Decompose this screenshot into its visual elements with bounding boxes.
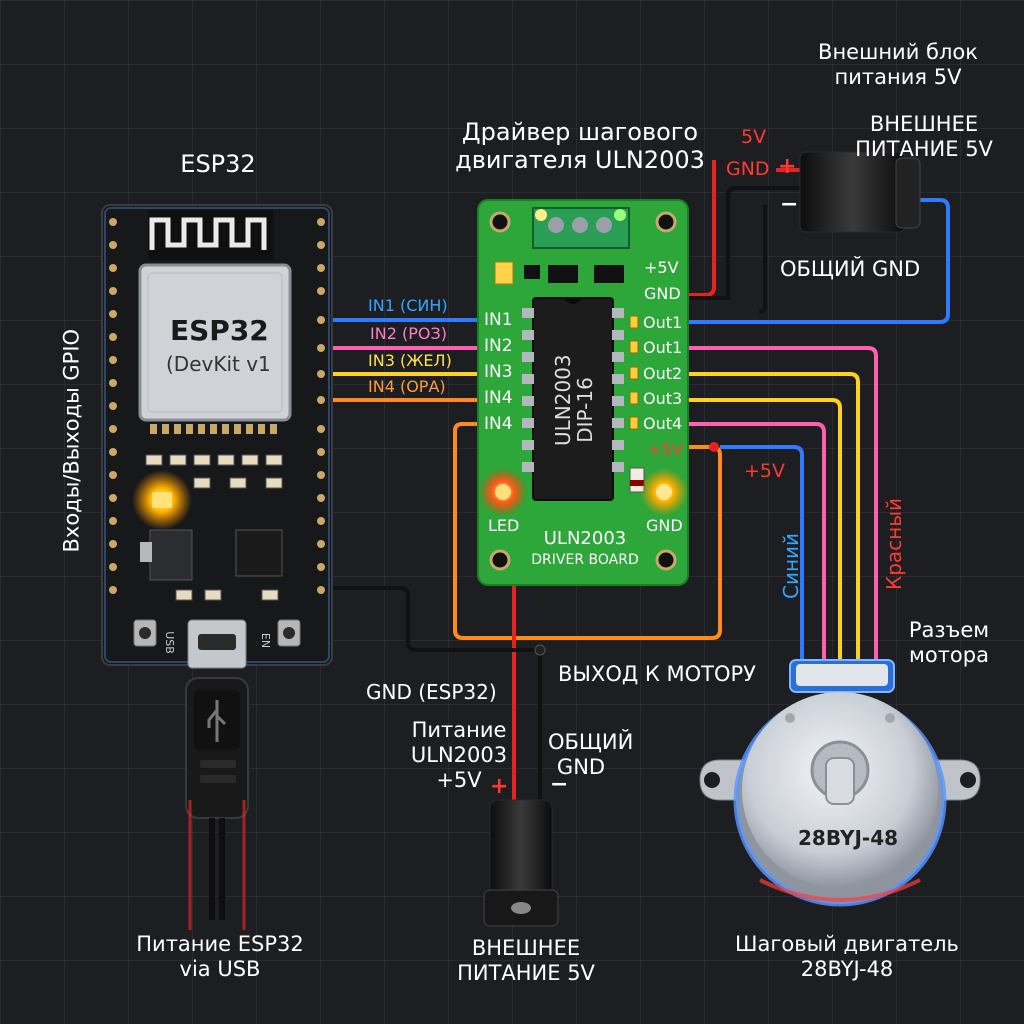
wire-label-gnd: GND [726, 158, 770, 180]
driver-led-label: LED [488, 516, 520, 535]
bottom-plus-sign: + [490, 774, 509, 799]
wire-label-red: Красный [882, 497, 907, 591]
motor-output-label: ВЫХОД К МОТОРУ [558, 662, 756, 686]
ext-power-top-sub1: ВНЕШНЕЕ [869, 112, 979, 136]
driver-plus5v: +5V [648, 440, 683, 459]
chip-label-line1: ULN2003 [551, 354, 575, 446]
driver-input-2: IN2 [484, 336, 513, 356]
gnd-esp32-label: GND (ESP32) [366, 680, 497, 704]
driver-input-1: IN1 [484, 310, 513, 330]
wire-label-in3: IN3 (ЖЕЛ) [368, 351, 452, 370]
esp32-chip-model: (DevKit v1 [166, 352, 271, 376]
common-gnd-bottom: ОБЩИЙ GND [548, 730, 633, 780]
esp-power-line2: via USB [179, 957, 261, 981]
driver-output-1b: Out1 [643, 338, 683, 357]
driver-input-3: IN3 [484, 362, 513, 382]
ext-power-bottom-line1: ВНЕШНЕЕ [471, 936, 581, 960]
esp-power-label: Питание ESP32 via USB [110, 932, 330, 982]
esp32-en-label: EN [259, 632, 273, 649]
motor-title: Шаговый двигатель 28BYJ-48 [722, 932, 972, 982]
esp32-board [101, 204, 333, 669]
driver-input-4: IN4 [484, 388, 513, 408]
chip-label: ULN2003 DIP-16 [551, 354, 597, 446]
gpio-label: Входы/Выходы GPIO [59, 328, 84, 553]
ext-power-top-sub: ВНЕШНЕЕ ПИТАНИЕ 5V [840, 112, 1008, 162]
ext-power-top-line2: питания 5V [834, 65, 962, 89]
motor-title-line2: 28BYJ-48 [800, 957, 894, 981]
uln-power-line2: ULN2003 [410, 743, 508, 767]
ext-power-bottom-label: ВНЕШНЕЕ ПИТАНИЕ 5V [436, 936, 616, 986]
usb-uart-chip-icon [235, 529, 283, 577]
esp32-title: ESP32 [180, 150, 256, 178]
ext-power-top-title: Внешний блок питания 5V [808, 40, 988, 90]
wire-label-in2: IN2 (РОЗ) [370, 324, 447, 343]
uln2003-board [477, 199, 689, 586]
driver-output-1: Out1 [643, 313, 683, 332]
board-label-line2: DRIVER BOARD [531, 552, 639, 568]
driver-plus5v-top: +5V [644, 258, 679, 277]
wire-minus-sign: − [780, 192, 799, 217]
board-label-line1: ULN2003 [543, 528, 627, 549]
motor-title-line1: Шаговый двигатель [735, 932, 959, 956]
driver-title-line1: Драйвер шагового [461, 118, 699, 146]
driver-output-2: Out2 [643, 364, 683, 383]
chip-label-line2: DIP-16 [573, 377, 597, 443]
ext-power-top-line1: Внешний блок [818, 40, 978, 64]
wire-label-in4: IN4 (ОРА) [368, 377, 446, 396]
driver-title: Драйвер шагового двигателя ULN2003 [440, 118, 720, 174]
driver-gnd-top: GND [644, 284, 681, 303]
wire-label-blue: Синий [779, 532, 804, 600]
esp-power-line1: Питание ESP32 [136, 932, 304, 956]
ext-power-top-sub2: ПИТАНИЕ 5V [855, 137, 993, 161]
motor-connector-line2: мотора [909, 643, 989, 667]
wire-label-plus5v-right: +5V [744, 460, 786, 482]
wire-plus-sign: + [778, 154, 797, 179]
uln-power-label: Питание ULN2003 +5V [404, 718, 514, 793]
stepper-motor-icon [699, 659, 981, 907]
uln-power-line3: +5V [436, 768, 482, 792]
wire-label-in1: IN1 (СИН) [368, 296, 448, 315]
wire-label-5v: 5V [741, 126, 767, 148]
driver-gnd-bottom: GND [646, 516, 683, 535]
motor-connector-label: Разъем мотора [894, 618, 1004, 668]
driver-title-line2: двигателя ULN2003 [455, 146, 705, 174]
common-gnd-bottom-line1: ОБЩИЙ [548, 730, 634, 754]
driver-output-3: Out3 [643, 389, 683, 408]
power-jack-bottom-icon [483, 799, 559, 927]
common-gnd-bottom-line2: GND [556, 755, 606, 779]
esp32-usb-label: USB [162, 631, 176, 654]
driver-output-4: Out4 [643, 414, 683, 433]
esp32-chip-name: ESP32 [170, 314, 269, 347]
driver-input-4b: IN4 [484, 414, 513, 434]
usb-cable-icon [185, 677, 249, 930]
common-gnd-top: ОБЩИЙ GND [780, 257, 921, 281]
motor-model-on-body: 28BYJ-48 [798, 826, 899, 850]
driver-board-label: ULN2003 DRIVER BOARD [520, 528, 650, 568]
power-jack-top-icon [799, 151, 921, 233]
motor-connector-line1: Разъем [908, 618, 990, 642]
ext-power-bottom-line2: ПИТАНИЕ 5V [457, 961, 595, 985]
uln-power-line1: Питание [411, 718, 507, 742]
bottom-minus-sign: − [550, 772, 569, 797]
